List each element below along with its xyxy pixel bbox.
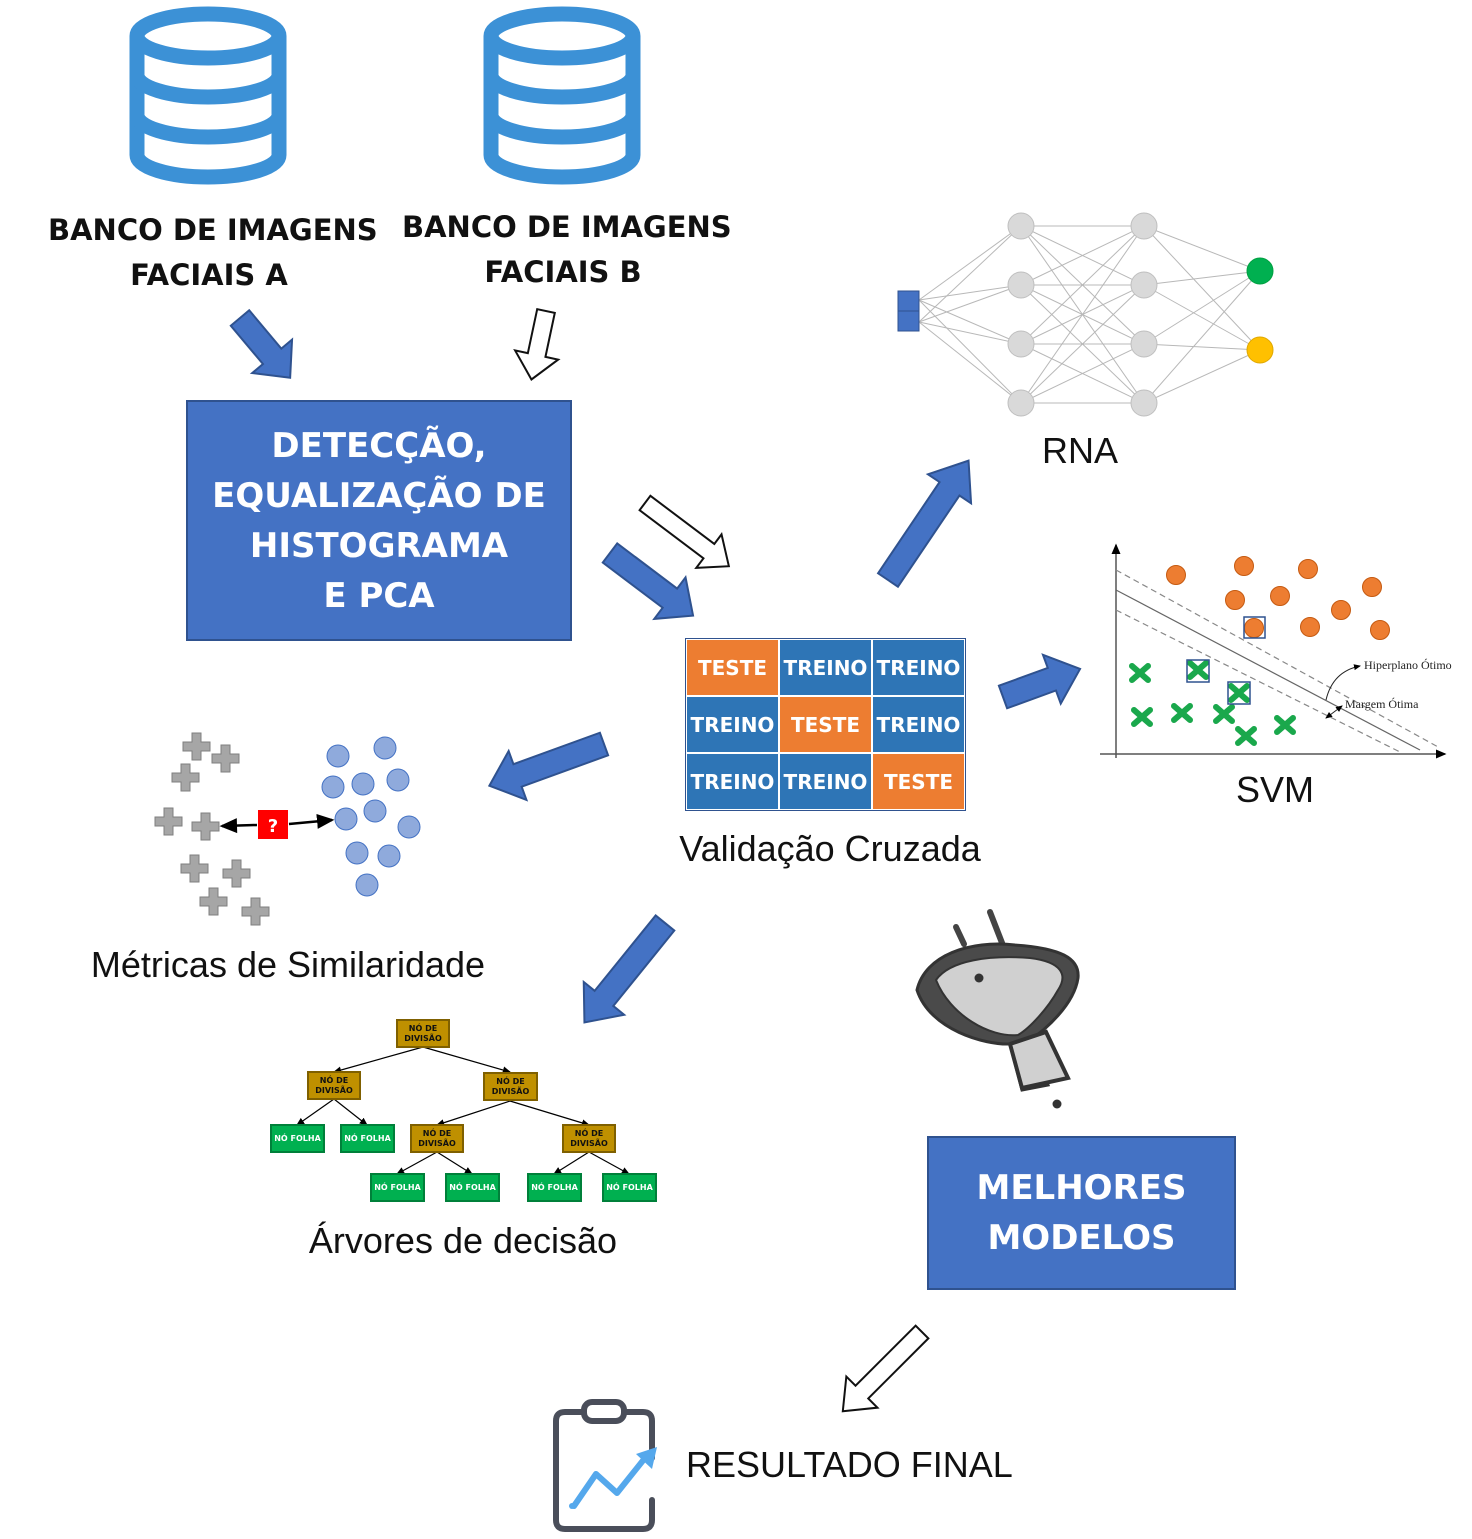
- tree-leaf-node: NÓ FOLHA: [527, 1173, 582, 1202]
- tree-leaf-node: NÓ FOLHA: [602, 1173, 657, 1202]
- rna-label: RNA: [1041, 430, 1118, 471]
- svm-support-vector-box: [1227, 681, 1251, 705]
- database-a-label-line1: BANCO DE IMAGENS: [48, 213, 378, 247]
- database-b-icon: [483, 6, 641, 185]
- tree-split-node-text: NÓ DE DIVISÃO: [570, 1128, 608, 1148]
- cv-cell: TREINO: [872, 696, 965, 753]
- tree-leaf-node: NÓ FOLHA: [445, 1173, 500, 1202]
- tree-split-node-text: NÓ DE DIVISÃO: [315, 1075, 353, 1095]
- svm-plot: Hiperplano Ótimo Margem Ótima: [1100, 543, 1452, 759]
- cv-cell: TREINO: [779, 753, 872, 810]
- arrow-cv-to-similarity: [487, 731, 610, 802]
- database-b-label: BANCO DE IMAGENS FACIAIS B: [402, 205, 732, 295]
- tree-split-node-text: NÓ DE DIVISÃO: [404, 1023, 442, 1043]
- tree-split-node-level3-left: NÓ DE DIVISÃO: [410, 1124, 464, 1153]
- filter-funnel-icon: [915, 909, 1080, 1109]
- clipboard-chart-icon: [553, 1399, 657, 1532]
- tree-leaf-node-text: NÓ FOLHA: [344, 1134, 391, 1143]
- arrow-db-b-to-preprocessing: [513, 307, 561, 381]
- tree-leaf-node: NÓ FOLHA: [370, 1173, 425, 1202]
- tree-split-node-root: NÓ DE DIVISÃO: [396, 1019, 450, 1048]
- svm-support-vector-box: [1186, 659, 1210, 683]
- cv-cell: TREINO: [686, 753, 779, 810]
- preprocessing-line-2: EQUALIZAÇÃO DE: [212, 475, 546, 516]
- cv-cell: TESTE: [686, 639, 779, 696]
- tree-leaf-node-text: NÓ FOLHA: [274, 1134, 321, 1143]
- similarity-label: Métricas de Similaridade: [90, 944, 486, 985]
- best-models-line-1: MELHORES: [976, 1168, 1187, 1208]
- svm-hyperplane-label: Hiperplano Ótimo: [1364, 658, 1452, 672]
- query-point-marker: [258, 810, 288, 839]
- preprocessing-box: DETECÇÃO, EQUALIZAÇÃO DE HISTOGRAMA E PC…: [186, 400, 572, 641]
- database-a-icon: [129, 6, 287, 185]
- tree-split-node-text: NÓ DE DIVISÃO: [491, 1076, 530, 1096]
- trees-label: Árvores de decisão: [308, 1220, 618, 1261]
- svm-margin-label: Margem Ótima: [1345, 697, 1419, 711]
- distance-arrow-right: [288, 813, 335, 829]
- preprocessing-line-3: HISTOGRAMA: [249, 525, 509, 566]
- database-b-label-line1: BANCO DE IMAGENS: [402, 210, 732, 244]
- tree-split-node-right: NÓ DE DIVISÃO: [483, 1072, 538, 1101]
- tree-leaf-node-text: NÓ FOLHA: [606, 1183, 653, 1192]
- database-a-label: BANCO DE IMAGENS FACIAIS A: [48, 208, 378, 298]
- arrow-cv-to-trees: [582, 914, 676, 1024]
- svm-label: SVM: [1235, 769, 1314, 810]
- cv-cell: TREINO: [779, 639, 872, 696]
- tree-leaf-node: NÓ FOLHA: [270, 1124, 325, 1153]
- cross-validation-grid: TESTE TREINO TREINO TREINO TESTE TREINO …: [685, 638, 966, 811]
- best-models-box: MELHORES MODELOS: [927, 1136, 1236, 1290]
- preprocessing-line-1: DETECÇÃO,: [271, 425, 487, 466]
- svm-green-points: [1129, 660, 1296, 746]
- decision-tree-edges: [296, 1046, 631, 1175]
- cv-cell: TESTE: [779, 696, 872, 753]
- arrow-db-a-to-preprocessing: [229, 308, 294, 379]
- database-a-label-line2: FACIAIS A: [130, 258, 288, 292]
- distance-arrow-left: [219, 818, 258, 834]
- neural-network-nodes: [897, 212, 1274, 417]
- cross-validation-label: Validação Cruzada: [679, 828, 981, 869]
- arrow-cv-to-rna: [876, 459, 973, 589]
- cv-cell: TREINO: [872, 639, 965, 696]
- database-b-label-line2: FACIAIS B: [484, 255, 642, 289]
- svm-orange-points: [1166, 556, 1390, 640]
- preprocessing-line-4: E PCA: [323, 575, 435, 616]
- cv-cell: TREINO: [686, 696, 779, 753]
- neural-network: [918, 225, 1261, 404]
- tree-split-node-text: NÓ DE DIVISÃO: [418, 1128, 456, 1148]
- svm-support-vector-box: [1243, 616, 1266, 639]
- tree-leaf-node-text: NÓ FOLHA: [449, 1183, 496, 1192]
- tree-leaf-node-text: NÓ FOLHA: [374, 1183, 421, 1192]
- arrow-preprocessing-to-cv-outline: [638, 494, 731, 570]
- arrow-cv-to-svm: [997, 653, 1082, 710]
- tree-split-node-left: NÓ DE DIVISÃO: [307, 1071, 361, 1100]
- best-models-line-2: MODELOS: [987, 1218, 1176, 1258]
- cv-cell: TESTE: [872, 753, 965, 810]
- arrow-best-models-to-final: [841, 1324, 930, 1413]
- arrow-preprocessing-to-cv-blue: [601, 542, 695, 621]
- similarity-plus-cluster: [154, 732, 270, 926]
- tree-leaf-node-text: NÓ FOLHA: [531, 1183, 578, 1192]
- tree-leaf-node: NÓ FOLHA: [340, 1124, 395, 1153]
- tree-split-node-level3-right: NÓ DE DIVISÃO: [562, 1124, 616, 1153]
- query-point-label: ?: [268, 816, 278, 837]
- final-result-label: RESULTADO FINAL: [686, 1444, 1013, 1485]
- similarity-circle-cluster: [321, 736, 421, 897]
